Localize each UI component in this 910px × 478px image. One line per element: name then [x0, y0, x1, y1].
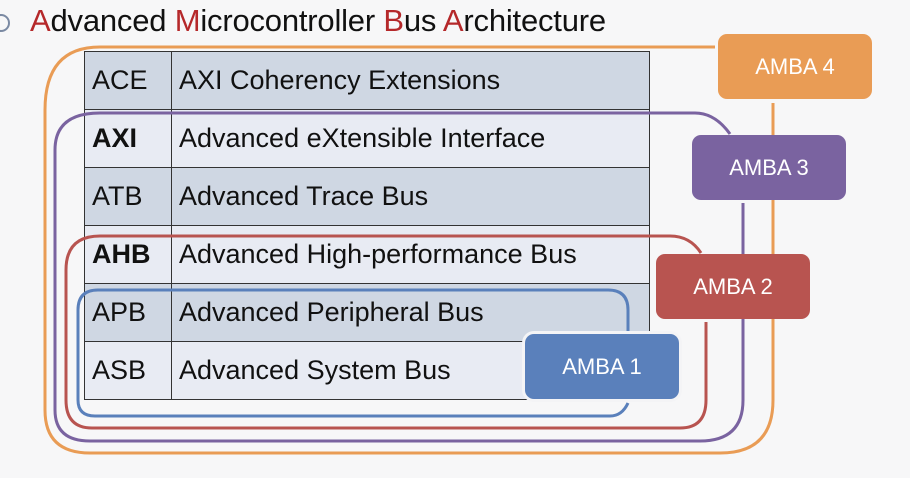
title-part: icrocontroller — [200, 3, 384, 38]
title-part: us — [403, 3, 443, 38]
bus-name: Advanced Trace Bus — [171, 167, 650, 226]
amba4-badge: AMBA 4 — [718, 34, 872, 99]
bus-name: Advanced Peripheral Bus — [171, 283, 650, 342]
bus-abbr: ACE — [84, 51, 172, 110]
amba2-badge: AMBA 2 — [656, 254, 810, 319]
title-part: M — [174, 3, 201, 38]
amba2-frame — [64, 234, 708, 430]
amba1-badge: AMBA 1 — [525, 334, 679, 399]
title-part: rchitecture — [463, 3, 606, 38]
title-part: A — [30, 3, 51, 38]
table-row-axi: AXI Advanced eXtensible Interface — [84, 109, 650, 168]
table-row-ace: ACE AXI Coherency Extensions — [84, 51, 650, 110]
amba4-frame — [43, 45, 775, 455]
amba2-label: AMBA 2 — [693, 273, 773, 299]
amba3-label: AMBA 3 — [729, 154, 809, 180]
bus-table: ACE AXI Coherency Extensions AXI Advance… — [84, 51, 650, 400]
table-row-atb: ATB Advanced Trace Bus — [84, 167, 650, 226]
bus-name: Advanced eXtensible Interface — [171, 109, 650, 168]
title-part: A — [442, 3, 464, 38]
amba3-frame — [53, 111, 745, 443]
bus-name: AXI Coherency Extensions — [171, 51, 650, 110]
bus-abbr: ASB — [84, 341, 172, 400]
amba1-label: AMBA 1 — [562, 353, 642, 379]
bullet-icon — [0, 14, 10, 32]
title-part: dvanced — [50, 3, 175, 38]
title-part: B — [383, 3, 404, 38]
bus-abbr: ATB — [84, 167, 172, 226]
page-title: Advanced Microcontroller Bus Architectur… — [30, 3, 606, 39]
amba4-label: AMBA 4 — [755, 53, 835, 79]
bus-abbr: APB — [84, 283, 172, 342]
amba3-badge: AMBA 3 — [692, 135, 846, 200]
amba1-frame — [76, 288, 630, 418]
table-row-apb: APB Advanced Peripheral Bus — [84, 283, 650, 342]
bus-abbr: AXI — [84, 109, 172, 168]
